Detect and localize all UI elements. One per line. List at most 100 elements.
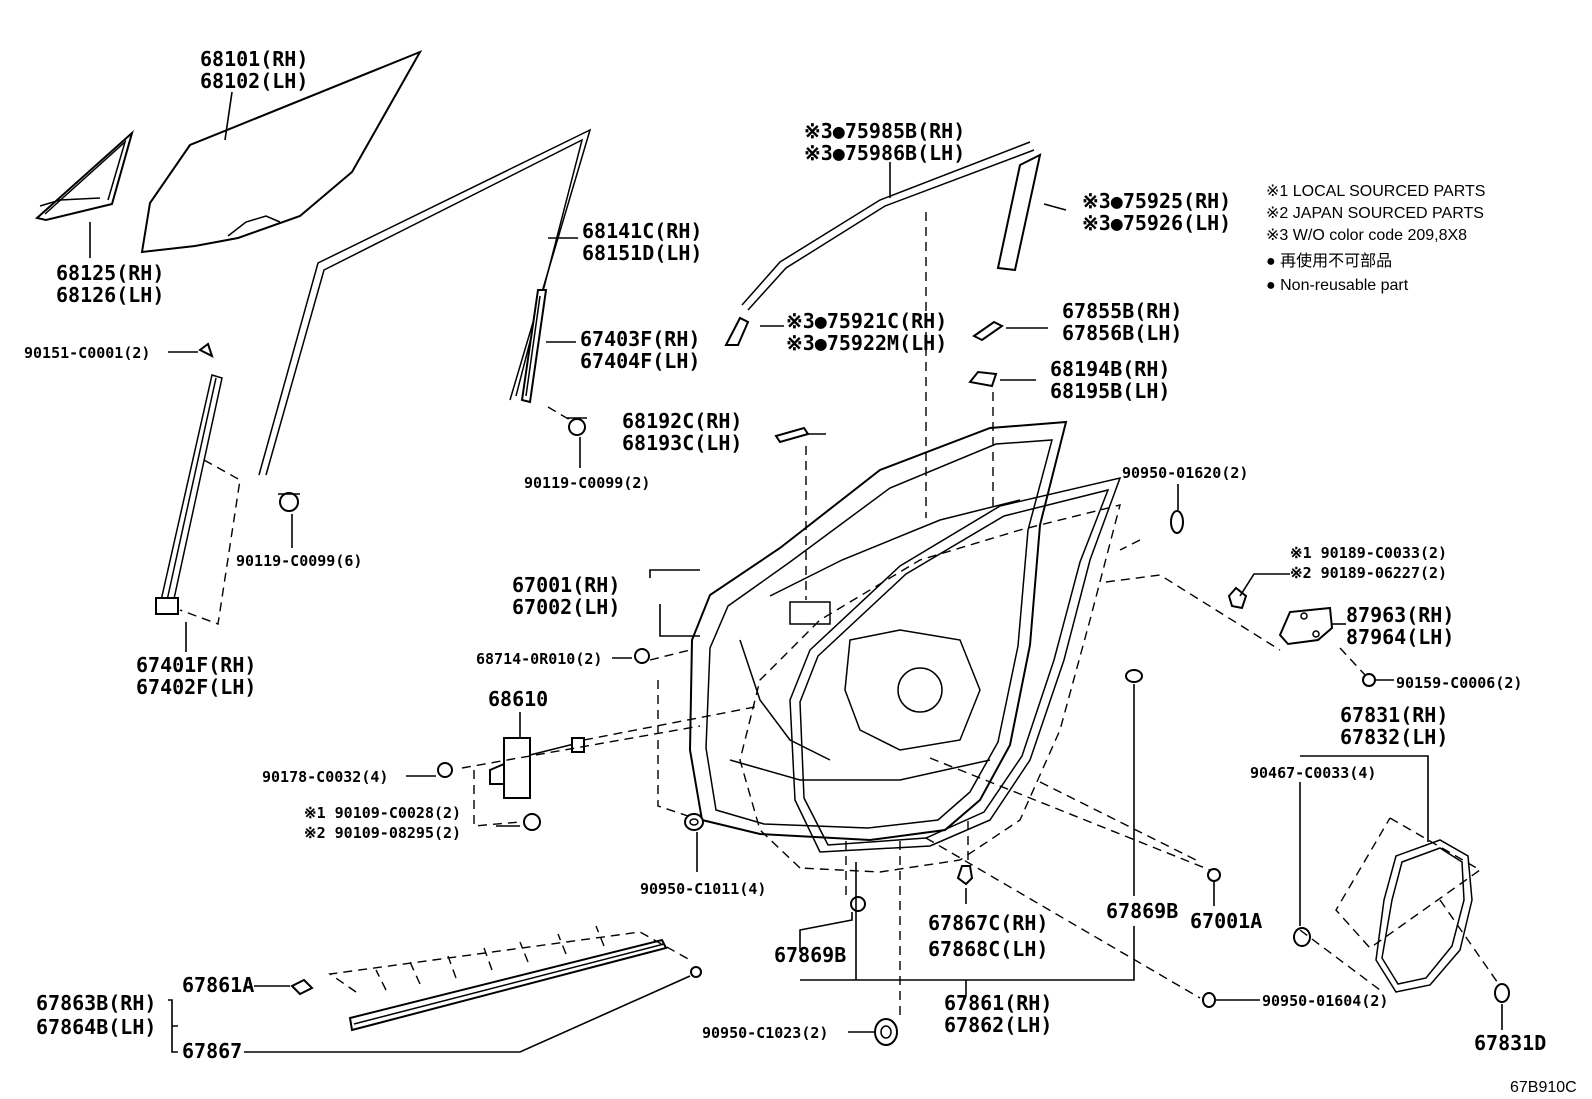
callout-68194-line2: 68195B(LH) [1050, 379, 1170, 403]
leader-lines [89, 91, 1503, 1053]
clip-68194-part [968, 370, 998, 388]
plug-90950-01620-part [1170, 510, 1184, 534]
legend-item-4: ● 再使用不可部品 [1266, 252, 1392, 270]
bolt-90151-part [198, 342, 214, 358]
callout-67831d: 67831D [1474, 1031, 1546, 1055]
front-sash-channel-part [155, 374, 223, 615]
garnish-piece-part [724, 316, 750, 346]
bolt-67869b-left-part [850, 896, 866, 912]
door-glass-part [140, 49, 423, 254]
door-weatherstrip-part [789, 476, 1122, 853]
callout-90950-01604: 90950-01604(2) [1262, 992, 1388, 1010]
rear-sash-channel-part [520, 289, 548, 404]
callout-90159: 90159-C0006(2) [1396, 674, 1522, 692]
callout-67401-line2: 67402F(LH) [136, 675, 256, 699]
callout-75921-line1: ※3●75921C(RH) [786, 309, 947, 333]
grommet-90467-part [1293, 927, 1311, 947]
clip-67867-part [690, 966, 702, 978]
callout-68610: 68610 [488, 687, 548, 711]
roof-molding-part [741, 141, 1035, 311]
callout-68141-line2: 68151D(LH) [582, 241, 702, 265]
plug-90950-C1011-part [684, 813, 704, 831]
bolt-90119a-part [567, 417, 587, 436]
callout-90467: 90467-C0033(4) [1250, 764, 1376, 782]
bolt-90119b-part [278, 492, 300, 512]
callout-68125-line2: 68126(LH) [56, 283, 164, 307]
legend-item-2: ※2 JAPAN SOURCED PARTS [1266, 205, 1484, 222]
callout-90109-line2: ※2 90109-08295(2) [304, 824, 461, 842]
callout-68141-line1: 68141C(RH) [582, 219, 702, 243]
callout-75921-line2: ※3●75922M(LH) [786, 331, 947, 355]
nut-68714-part [634, 648, 650, 664]
plug-90950-01604-part [1202, 992, 1216, 1008]
callout-68714: 68714-0R010(2) [476, 650, 602, 668]
clip-67855-part [972, 320, 1004, 342]
callout-67403-line2: 67404F(LH) [580, 349, 700, 373]
callout-67861-line2: 67862(LH) [944, 1013, 1052, 1037]
legend-item-1: ※1 LOCAL SOURCED PARTS [1266, 183, 1485, 200]
callout-90109-line1: ※1 90109-C0028(2) [304, 804, 461, 822]
legend: ※1 LOCAL SOURCED PARTS ※2 JAPAN SOURCED … [1266, 183, 1485, 294]
callout-67863-line2: 67864B(LH) [36, 1015, 156, 1039]
callout-90950-C1023: 90950-C1023(2) [702, 1024, 828, 1042]
callout-90950-01620: 90950-01620(2) [1122, 464, 1248, 482]
door-check-part [489, 737, 585, 799]
screw-90159-part [1362, 673, 1376, 687]
callout-67001-line2: 67002(LH) [512, 595, 620, 619]
rocker-weatherstrip-part [348, 938, 668, 1032]
callout-67869b-left: 67869B [774, 943, 846, 967]
callout-87963-line2: 87964(LH) [1346, 625, 1454, 649]
callout-67867c-line1: 67867C(RH) [928, 911, 1048, 935]
plug-67831d-part [1494, 983, 1510, 1003]
plug-90950-C1023-part [874, 1018, 898, 1046]
callout-87963-line1: 87963(RH) [1346, 603, 1454, 627]
callout-67861-line1: 67861(RH) [944, 991, 1052, 1015]
door-panel-part [688, 420, 1068, 842]
diagram-code: 67B910C [1510, 1079, 1577, 1096]
legend-item-3: ※3 W/O color code 209,8X8 [1266, 227, 1467, 244]
callout-68194-line1: 68194B(RH) [1050, 357, 1170, 381]
hole-cover-part [1375, 839, 1473, 993]
door-outline-dashed [739, 504, 1121, 873]
callout-75985-line1: ※3●75985B(RH) [804, 119, 965, 143]
callout-68192-line2: 68193C(LH) [622, 431, 742, 455]
callout-67001-line1: 67001(RH) [512, 573, 620, 597]
callout-67855-line2: 67856B(LH) [1062, 321, 1182, 345]
callout-68101-line2: 68102(LH) [200, 69, 308, 93]
callout-90189-line2: ※2 90189-06227(2) [1290, 564, 1447, 582]
callout-67861a: 67861A [182, 973, 254, 997]
callout-67831-line2: 67832(LH) [1340, 725, 1448, 749]
clip-68192-part [774, 426, 810, 444]
striker-87963-part [1278, 606, 1334, 646]
callout-90151: 90151-C0001(2) [24, 344, 150, 362]
callout-68125-line1: 68125(RH) [56, 261, 164, 285]
callout-90178: 90178-C0032(4) [262, 768, 388, 786]
bolt-90109-part [523, 813, 541, 831]
callout-67855-line1: 67855B(RH) [1062, 299, 1182, 323]
clip-67867c-part [956, 865, 974, 886]
callout-67001a: 67001A [1190, 909, 1262, 933]
callout-75985-line2: ※3●75986B(LH) [804, 141, 965, 165]
callout-75925-line2: ※3●75926(LH) [1082, 211, 1231, 235]
callout-67867c-line2: 67868C(LH) [928, 937, 1048, 961]
callout-67863-line1: 67863B(RH) [36, 991, 156, 1015]
glass-run-part [258, 128, 592, 476]
assembly-dashed-lines [179, 212, 1501, 1015]
callout-68101-line1: 68101(RH) [200, 47, 308, 71]
callout-67831-line1: 67831(RH) [1340, 703, 1448, 727]
quarter-window-part [34, 129, 134, 222]
clip-67861a-part [290, 978, 314, 996]
callout-67867: 67867 [182, 1039, 242, 1063]
callout-90119a: 90119-C0099(2) [524, 474, 650, 492]
frame-garnish-part [996, 153, 1042, 272]
callout-90119b: 90119-C0099(6) [236, 552, 362, 570]
legend-item-5: ● Non-reusable part [1266, 277, 1409, 294]
nut-90178-part [437, 762, 453, 778]
callout-90950-C1011: 90950-C1011(4) [640, 880, 766, 898]
callout-67403-line1: 67403F(RH) [580, 327, 700, 351]
callout-75925-line1: ※3●75925(RH) [1082, 189, 1231, 213]
callout-67869b-right: 67869B [1106, 899, 1178, 923]
callout-67401-line1: 67401F(RH) [136, 653, 256, 677]
callout-90189-line1: ※1 90189-C0033(2) [1290, 544, 1447, 562]
bolt-67869b-right-part [1125, 669, 1143, 683]
